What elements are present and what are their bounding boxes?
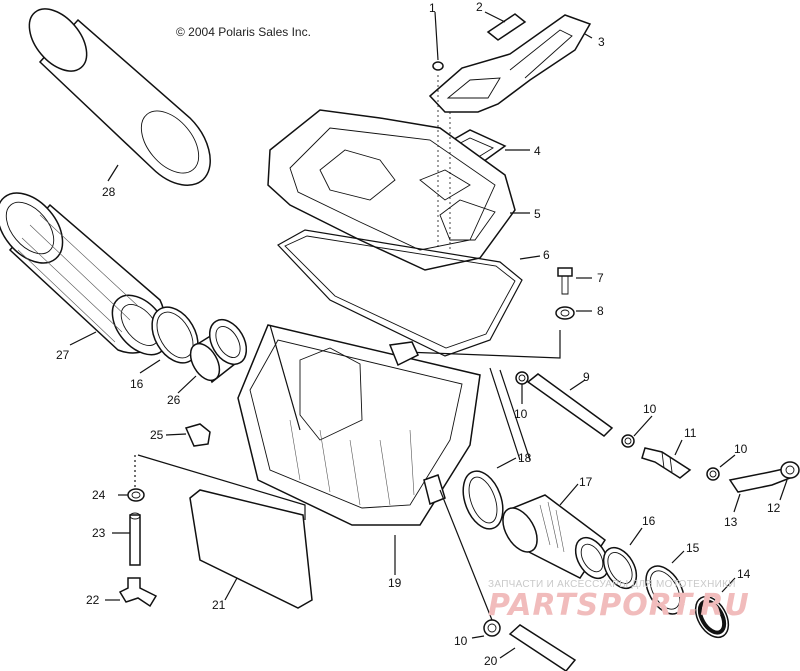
callout-24: 24 <box>92 488 106 502</box>
pad <box>137 454 313 609</box>
tee-fitting <box>105 577 158 608</box>
callout-12: 12 <box>767 501 781 515</box>
callout-9: 9 <box>583 370 590 384</box>
callout-10d: 10 <box>454 634 468 648</box>
watermark-tagline: ЗАПЧАСТИ И АКСЕССУАРЫ ДЛЯ МОТОТЕХНИКИ <box>488 579 736 590</box>
clamp-middle <box>621 415 653 448</box>
filter-adapter <box>177 318 248 394</box>
callout-23: 23 <box>92 526 106 540</box>
callout-10c: 10 <box>734 442 748 456</box>
bent-hose <box>728 467 791 513</box>
clamp-bottom <box>439 489 501 639</box>
callout-15: 15 <box>686 541 700 555</box>
foam-strip <box>484 11 527 41</box>
outlet-boot <box>502 483 610 580</box>
callout-5: 5 <box>534 207 541 221</box>
callout-25: 25 <box>150 428 164 442</box>
clamp-large <box>694 577 736 639</box>
bottom-tube <box>499 624 577 671</box>
callout-8: 8 <box>597 304 604 318</box>
callout-22: 22 <box>86 593 100 607</box>
callout-20: 20 <box>484 654 498 668</box>
callout-10a: 10 <box>514 407 528 421</box>
air-filter <box>0 192 169 356</box>
callout-13: 13 <box>724 515 738 529</box>
tube-clip <box>118 488 145 502</box>
callout-18: 18 <box>518 451 532 465</box>
callout-11: 11 <box>684 426 697 440</box>
lid-seal <box>277 229 541 357</box>
callout-27: 27 <box>56 348 70 362</box>
callout-6: 6 <box>543 248 550 262</box>
callout-19: 19 <box>388 576 402 590</box>
fastener-top <box>432 11 444 71</box>
callout-3: 3 <box>598 35 605 49</box>
clamp-right <box>706 454 736 481</box>
pre-filter-sleeve <box>28 8 211 186</box>
assembly-guides <box>437 75 451 250</box>
ring-clamp <box>645 550 685 615</box>
check-valve <box>641 439 692 479</box>
clamp-filter <box>139 306 199 374</box>
vertical-tube <box>112 455 141 566</box>
callout-21: 21 <box>212 598 226 612</box>
seal-ring <box>462 367 531 530</box>
callout-16a: 16 <box>130 377 144 391</box>
callout-4: 4 <box>534 144 541 158</box>
callout-10b: 10 <box>643 402 657 416</box>
callout-17: 17 <box>579 475 593 489</box>
drain-tube <box>526 373 614 437</box>
watermark-logo: PARTSPORT.RU <box>488 588 750 623</box>
clamp-left <box>515 371 529 404</box>
callout-14: 14 <box>737 567 751 581</box>
screw <box>557 267 592 295</box>
clamp-boot <box>602 527 643 590</box>
callout-26: 26 <box>167 393 181 407</box>
callout-1: 1 <box>429 1 436 15</box>
callout-7: 7 <box>597 271 604 285</box>
nut <box>404 306 592 359</box>
callout-16b: 16 <box>642 514 656 528</box>
clip <box>165 423 211 447</box>
cap <box>779 461 800 501</box>
callout-28: 28 <box>102 185 116 199</box>
airbox-lid <box>267 109 530 271</box>
callout-2: 2 <box>476 0 483 14</box>
copyright-text: © 2004 Polaris Sales Inc. <box>176 25 311 39</box>
airbox-housing <box>237 324 481 575</box>
intake-snorkel <box>428 14 593 113</box>
